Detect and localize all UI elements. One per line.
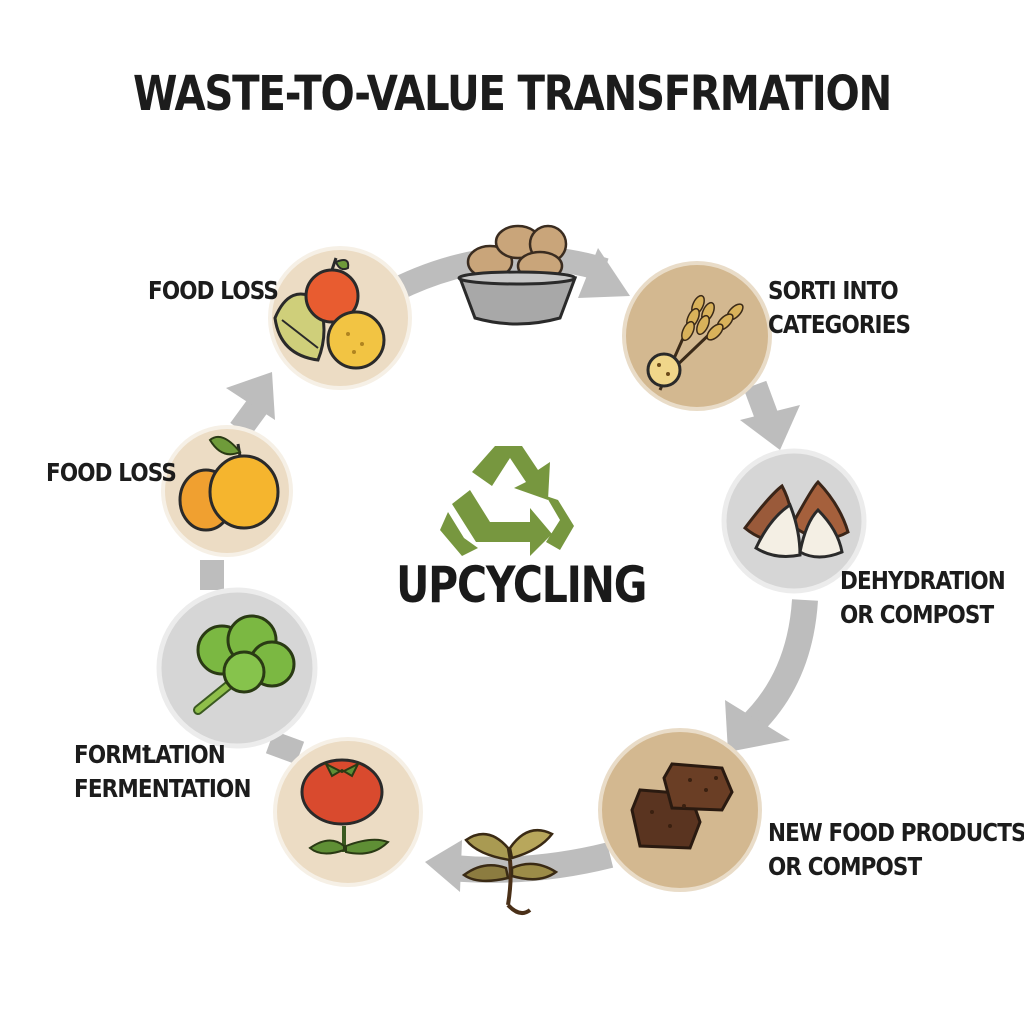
step-label-line: FERMENTATION xyxy=(74,774,251,803)
step-label-line: DEHYDRATION xyxy=(840,566,1006,595)
tomato-icon xyxy=(300,758,390,855)
step-label-line: OR COMPOST xyxy=(840,600,994,629)
step-label-food-loss-top: FOOD LOSS xyxy=(148,274,279,308)
garlic-cloves-icon xyxy=(742,479,850,559)
fruit-mix-icon xyxy=(273,257,386,370)
oranges-icon xyxy=(178,436,280,532)
step-label-new-food-products: NEW FOOD PRODUCTS OR COMPOST xyxy=(768,816,1024,884)
arrow-bottom-head xyxy=(425,840,462,892)
arrow-left-lower xyxy=(265,730,305,765)
step-circle-sorting xyxy=(622,261,772,411)
arrow-right-upper-head xyxy=(740,405,800,450)
step-label-sorting: SORTI INTO CATEGORIES xyxy=(768,274,911,342)
step-label-line: FOOD LOSS xyxy=(46,458,177,487)
step-label-food-loss-left: FOOD LOSS xyxy=(46,456,177,490)
step-label-line: OR COMPOST xyxy=(768,852,922,881)
center-label: UPCYCLING xyxy=(396,556,647,614)
arrow-top-head xyxy=(578,248,630,298)
arrow-right-long-head xyxy=(725,700,790,752)
wheat-icon xyxy=(646,294,744,391)
step-label-line: SORTI INTO xyxy=(768,276,899,305)
dried-food-blocks-icon xyxy=(630,762,734,850)
step-label-line: FORMꝈATION xyxy=(74,740,226,769)
step-label-fermentation: FORMꝈATION FERMENTATION xyxy=(74,738,251,806)
arrow-right-long xyxy=(738,599,818,738)
step-label-line: NEW FOOD PRODUCTS xyxy=(768,818,1024,847)
arrow-left-upper-head xyxy=(226,372,275,420)
step-label-line: CATEGORIES xyxy=(768,310,911,339)
broccoli-icon xyxy=(193,614,296,715)
diagram-title: WASTE-TO-VALUE TRANSFRMATION xyxy=(133,66,892,122)
recycle-icon xyxy=(440,446,574,556)
withered-leaves-icon xyxy=(461,829,559,916)
bowl-of-cookies-icon xyxy=(457,224,578,326)
step-label-dehydration: DEHYDRATION OR COMPOST xyxy=(840,564,1006,632)
step-label-line: FOOD LOSS xyxy=(148,276,279,305)
